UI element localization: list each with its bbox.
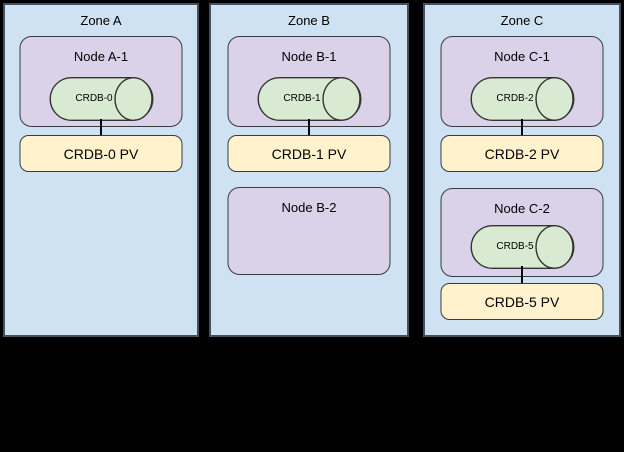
zone-b-label: Zone B <box>288 13 330 28</box>
crdb-0-pv: CRDB-0 PV <box>19 135 183 172</box>
zone-c-label: Zone C <box>500 13 544 28</box>
crdb-5-pv: CRDB-5 PV <box>440 283 604 320</box>
crdb-1-label: CRDB-1 <box>283 93 321 104</box>
node-b1: Node B-1 CRDB-1 <box>227 36 391 127</box>
crdb-0-cylinder: CRDB-0 <box>49 77 153 121</box>
node-a1-label: Node A-1 <box>73 49 129 64</box>
database-cylinder-icon <box>49 77 153 121</box>
connector-line <box>308 119 310 137</box>
node-c1: Node C-1 CRDB-2 <box>440 36 604 127</box>
crdb-0-label: CRDB-0 <box>75 93 113 104</box>
node-c1-label: Node C-1 <box>494 49 550 64</box>
crdb-1-pv: CRDB-1 PV <box>227 135 391 172</box>
crdb-2-pv: CRDB-2 PV <box>440 135 604 172</box>
crdb-1-cylinder: CRDB-1 <box>257 77 361 121</box>
crdb-1-pv-label: CRDB-1 PV <box>271 145 347 162</box>
zone-c: Zone C Node C-1 CRDB-2 CRDB-2 PV Node C-… <box>423 3 621 337</box>
connector-line <box>521 266 523 284</box>
node-b1-label: Node B-1 <box>281 49 337 64</box>
node-b2: Node B-2 <box>227 187 391 275</box>
crdb-0-pv-label: CRDB-0 PV <box>63 145 139 162</box>
crdb-2-label: CRDB-2 <box>496 93 534 104</box>
connector-line <box>521 119 523 137</box>
database-cylinder-icon <box>470 77 574 121</box>
node-a1: Node A-1 CRDB-0 <box>19 36 183 127</box>
crdb-5-cylinder: CRDB-5 <box>470 225 574 269</box>
crdb-5-label: CRDB-5 <box>496 241 534 252</box>
crdb-5-pv-label: CRDB-5 PV <box>484 293 560 310</box>
node-b2-label: Node B-2 <box>281 200 337 215</box>
connector-line <box>100 119 102 137</box>
zone-b: Zone B Node B-1 CRDB-1 CRDB-1 PV Node B-… <box>209 3 409 337</box>
zone-a: Zone A Node A-1 CRDB-0 CRDB-0 PV <box>3 3 199 337</box>
node-c2: Node C-2 CRDB-5 <box>440 188 604 277</box>
node-c2-label: Node C-2 <box>494 201 550 216</box>
crdb-2-pv-label: CRDB-2 PV <box>484 145 560 162</box>
database-cylinder-icon <box>257 77 361 121</box>
crdb-2-cylinder: CRDB-2 <box>470 77 574 121</box>
zone-a-label: Zone A <box>80 13 122 28</box>
